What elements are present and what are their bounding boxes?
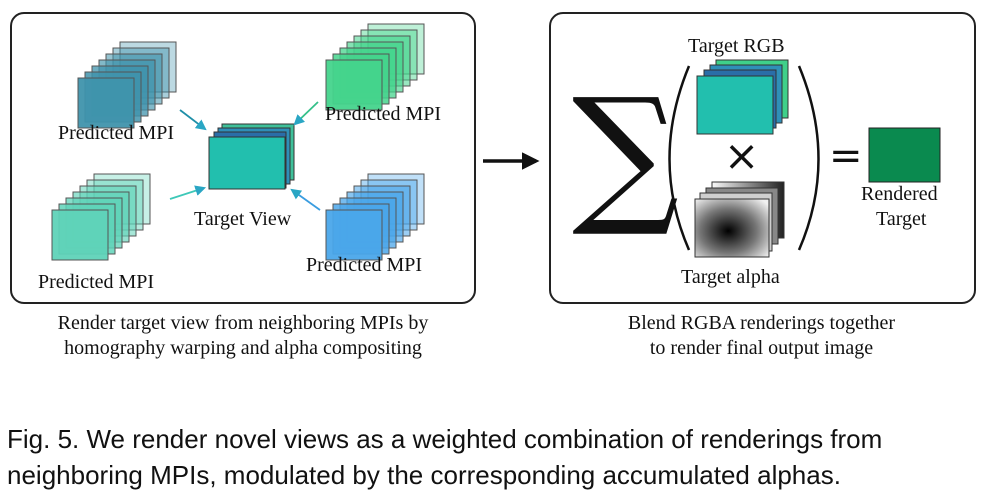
mpi-plane: [51, 209, 109, 261]
mpi-label-top-left: Predicted MPI: [58, 122, 175, 144]
rendered-target-swatch: [868, 127, 941, 183]
mpi-stack-bottom-left: [51, 173, 151, 261]
mpi-stack-top-left: [77, 41, 177, 129]
mpi-stack-top-right: [325, 23, 425, 111]
right-panel-caption: Blend RGBA renderings together to render…: [549, 311, 974, 361]
target-alpha-label: Target alpha: [681, 266, 780, 288]
target-rgb-label: Target RGB: [688, 35, 785, 57]
target-alpha-stack: [694, 181, 785, 258]
mpi-label-bottom-right: Predicted MPI: [306, 254, 423, 276]
left-parenthesis: [668, 65, 691, 251]
right-caption-line-1: Blend RGBA renderings together: [627, 312, 896, 334]
figure-caption-line-1: Fig. 5. We render novel views as a weigh…: [7, 424, 883, 454]
rendered-label: Rendered: [861, 183, 938, 205]
mpi-label-top-right: Predicted MPI: [325, 103, 442, 125]
target-rgb-stack: [696, 59, 789, 135]
target-label: Target: [876, 208, 927, 230]
mpi-plane: [325, 209, 383, 261]
target-view-stack: [208, 123, 295, 190]
left-caption-line-2: homography warping and alpha compositing: [64, 337, 422, 359]
target-view-label: Target View: [194, 208, 292, 230]
summation-symbol: ∑: [572, 67, 680, 241]
mpi-plane: [77, 77, 135, 129]
equals-symbol: =: [829, 133, 863, 179]
warp-arrows: [169, 101, 321, 211]
mpi-plane: [325, 59, 383, 111]
left-panel-caption: Render target view from neighboring MPIs…: [0, 311, 486, 361]
mpi-label-bottom-left: Predicted MPI: [38, 271, 155, 293]
mpi-stack-bottom-right: [325, 173, 425, 261]
figure-caption-line-2: neighboring MPIs, modulated by the corre…: [7, 460, 841, 490]
right-caption-line-2: to render final output image: [649, 337, 874, 359]
figure-caption: Fig. 5. We render novel views as a weigh…: [7, 421, 982, 493]
times-symbol: ×: [724, 131, 760, 180]
left-caption-line-1: Render target view from neighboring MPIs…: [57, 312, 429, 334]
right-parenthesis: [797, 65, 820, 251]
